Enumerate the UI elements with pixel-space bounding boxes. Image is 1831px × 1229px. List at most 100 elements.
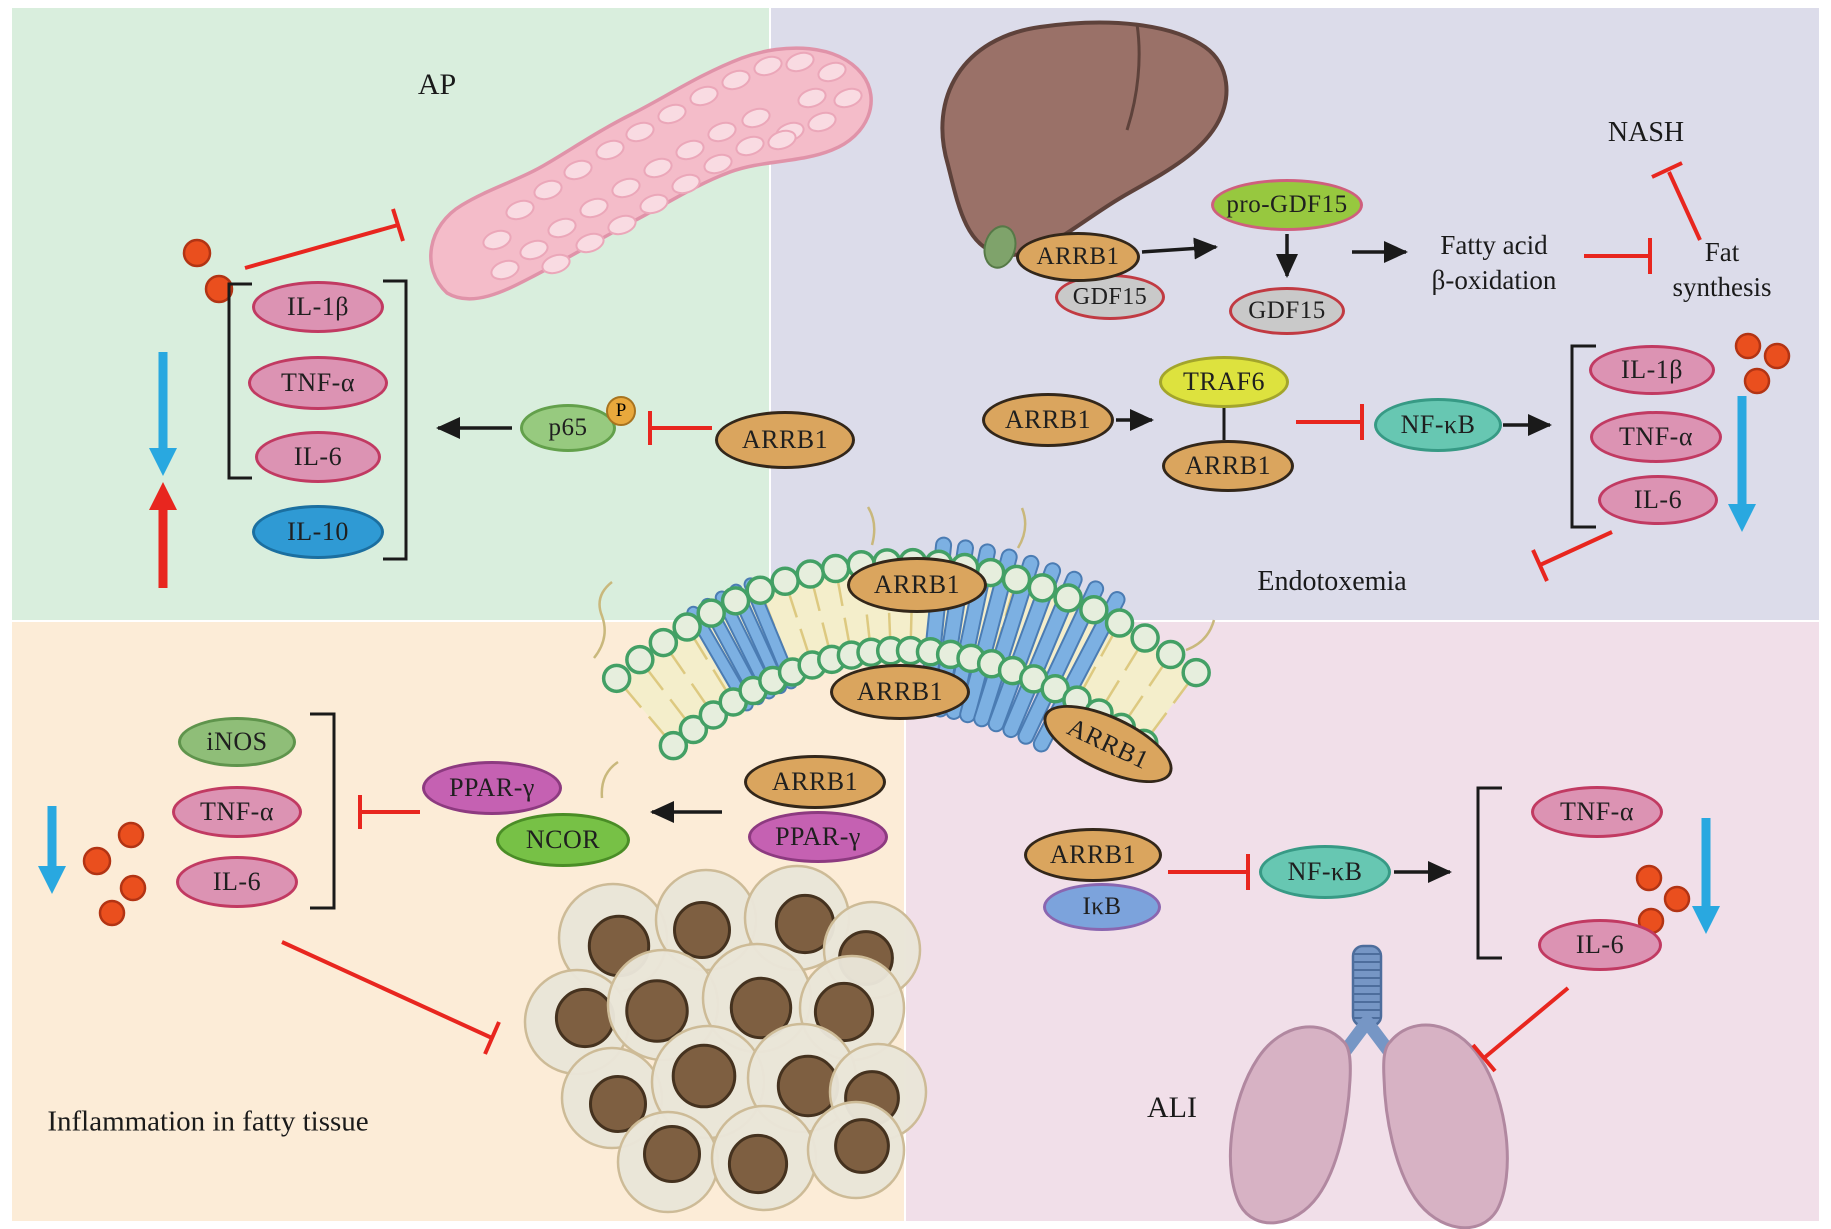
membrane-strand	[600, 760, 619, 799]
traf6-oval: TRAF6	[1159, 356, 1289, 408]
pancreas-spot	[505, 199, 535, 221]
ali-panel-title: ALI	[1147, 1091, 1197, 1124]
phospholipid-head	[696, 598, 726, 628]
pro-gdf15-oval: pro-GDF15	[1211, 179, 1363, 231]
pancreas-spot	[563, 159, 593, 181]
phospholipid-head	[720, 586, 751, 616]
il6-oval: IL-6	[176, 856, 298, 908]
inos-oval: iNOS	[178, 717, 296, 767]
adipocyte-nucleus	[643, 1125, 701, 1183]
falciform-ligament-line	[1125, 23, 1141, 131]
arrb1-oval: ARRB1	[830, 664, 970, 720]
gdf15-oval: GDF15	[1229, 287, 1345, 335]
tnfa-oval: TNF-α	[1590, 411, 1722, 463]
inhibition-bar	[1651, 161, 1683, 179]
inhibition-bar	[391, 208, 405, 242]
pancreas-lobule-spots	[482, 51, 863, 281]
phospholipid-head	[1027, 573, 1058, 603]
fat-panel-caption: Inflammation in fatty tissue	[47, 1105, 369, 1138]
transmembrane-helix	[1017, 580, 1105, 745]
pancreas-spot	[689, 85, 719, 107]
fatty-tissue-illustration	[523, 864, 928, 1214]
phospholipid-head	[1001, 564, 1032, 595]
secretion-dot	[182, 238, 212, 268]
inhibition-line	[1482, 986, 1570, 1060]
phosphorylation-badge: P	[606, 396, 636, 426]
inhibition-line	[1539, 530, 1613, 567]
decrease-arrowhead	[1692, 906, 1720, 934]
il6-oval: IL-6	[1598, 475, 1718, 525]
bracket	[1476, 786, 1502, 960]
arrb1-oval: ARRB1	[744, 755, 886, 809]
pancreas-spot	[833, 87, 863, 109]
arrb1-oval: ARRB1	[847, 557, 987, 613]
arrb1-oval: ARRB1	[715, 411, 855, 469]
phospholipid-head	[601, 663, 632, 694]
secretion-dot	[1635, 864, 1663, 892]
pancreas-spot	[595, 139, 625, 161]
inhibition-bar	[1531, 549, 1549, 582]
pparg-oval: PPAR-γ	[422, 761, 562, 815]
il1b-oval: IL-1β	[252, 281, 384, 333]
lungs-illustration	[1228, 944, 1509, 1229]
phospholipid-head	[1053, 583, 1083, 613]
ap-panel-title: AP	[417, 68, 457, 101]
phospholipid-head	[648, 627, 679, 658]
pancreas-spot	[703, 153, 733, 175]
phospholipid-head	[745, 575, 775, 605]
secretion-dot	[117, 821, 145, 849]
phospholipid-head	[625, 644, 655, 675]
p65-oval: p65	[520, 404, 616, 452]
adipocyte-nucleus	[554, 987, 616, 1049]
activation-arrow	[1141, 237, 1218, 260]
phospholipid-head	[672, 612, 702, 642]
pancreas-spot	[817, 61, 847, 83]
secretion-dot	[1763, 342, 1791, 370]
ap-diagram-links	[149, 208, 712, 588]
phospholipid-head	[820, 553, 851, 584]
tnfa-oval: TNF-α	[1531, 786, 1663, 838]
fat-diagram-links	[38, 712, 722, 1055]
pancreas-spot	[625, 121, 655, 143]
inhibition-bar	[483, 1021, 501, 1055]
ikb-oval: IκB	[1043, 883, 1161, 931]
adipocyte-nucleus	[776, 1054, 840, 1118]
nfkb-oval: NF-κB	[1374, 398, 1502, 452]
phospholipid-head	[795, 559, 826, 589]
fat-synthesis-line2: synthesis	[1672, 272, 1772, 302]
adipocyte-nucleus	[729, 976, 793, 1040]
il6-oval: IL-6	[255, 431, 381, 483]
fat-synthesis-line1: Fat	[1704, 236, 1740, 267]
pancreas-spot	[707, 121, 737, 143]
pancreas-spot	[671, 173, 701, 195]
liver-diagram-links	[1116, 161, 1791, 582]
fat-synthesis-label: Fat synthesis	[1672, 235, 1771, 305]
tnfa-oval: TNF-α	[172, 786, 302, 838]
fatty-acid-oxidation-label: Fatty acid β-oxidation	[1432, 228, 1557, 298]
secretion-dot	[1734, 332, 1762, 360]
il10-oval: IL-10	[252, 505, 384, 559]
membrane-strands	[593, 506, 1216, 799]
right-lung	[1382, 1023, 1509, 1229]
pparg-complex-oval: PPAR-γ	[748, 811, 888, 863]
pancreas-spot	[675, 139, 705, 161]
phospholipid-head	[1130, 623, 1160, 653]
ncor-oval: NCOR	[496, 813, 630, 867]
pancreas-spot	[807, 111, 837, 133]
pancreas-spot	[482, 229, 512, 251]
ali-diagram-links	[1168, 786, 1720, 1073]
adipocyte-nucleus	[673, 901, 731, 959]
nash-label: NASH	[1607, 117, 1685, 148]
tnfa-oval: TNF-α	[248, 356, 388, 410]
decrease-arrowhead	[1728, 504, 1756, 532]
inhibition-bar	[1471, 1043, 1497, 1073]
endotoxemia-label: Endotoxemia	[1257, 566, 1407, 597]
pancreas-spot	[541, 253, 571, 275]
decrease-arrowhead	[38, 866, 66, 894]
secretion-dot	[1743, 367, 1771, 395]
pancreas-spot	[767, 129, 797, 151]
phospholipid-head	[658, 730, 689, 761]
transmembrane-helix	[714, 590, 776, 700]
